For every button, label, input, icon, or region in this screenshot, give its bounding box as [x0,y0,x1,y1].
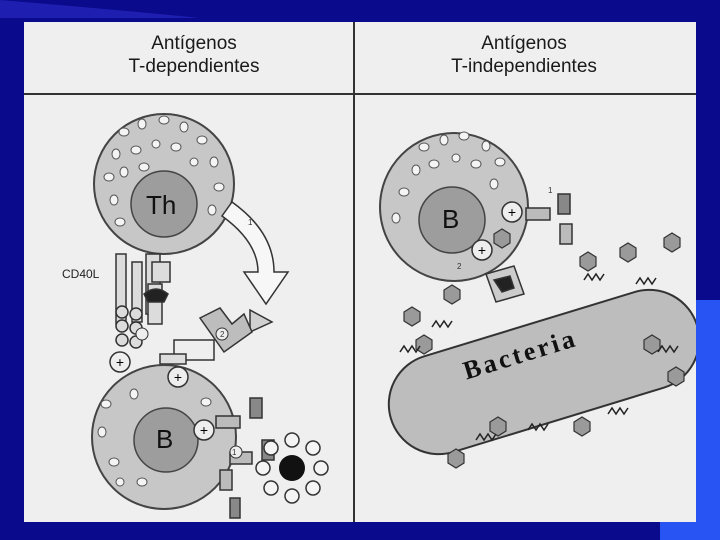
b-cell-right: + + [379,131,529,282]
b-cell-right-label: B [442,204,460,234]
bcr-receptor [159,307,253,365]
th-b-receptors [115,253,171,349]
left-title-line2: T-dependientes [128,56,260,77]
right-title-line1: Antígenos [481,33,567,54]
figure-panel: + + + [24,22,696,522]
signal-1-marker-b: 1 [232,448,237,457]
svg-text:+: + [174,369,182,385]
signal-2-marker: 2 [220,330,225,339]
left-panel-title: Antígenos T-dependientes [34,32,354,78]
right-title-line2: T-independientes [451,56,597,77]
plus-signal [109,351,131,373]
particle-antigen [255,432,329,504]
svg-text:+: + [116,354,124,370]
signal-2-marker-right: 2 [457,262,462,271]
th-vesicles [103,115,225,227]
b-cell-left: + + + [91,351,237,510]
signal-1-marker-right: 1 [548,186,553,195]
plus-signal [193,419,215,441]
svg-text:+: + [478,242,486,258]
curved-arrow [220,200,290,306]
svg-text:+: + [508,204,516,220]
right-panel-title: Antígenos T-independientes [364,32,684,78]
th-nucleus [130,170,198,238]
th-cell [93,113,235,255]
plus-signal [167,366,189,388]
b-right-receptors [485,193,573,303]
signal-1-marker: 1 [248,218,253,227]
th-cell-label: Th [146,190,177,220]
bacterium [387,228,696,469]
left-title-line1: Antígenos [151,33,237,54]
b-cell-left-label: B [156,424,174,454]
svg-text:+: + [200,422,208,438]
immunology-diagram: + + + [24,22,696,522]
cd40l-label: CD40L [62,267,100,281]
antigen-triangle [249,308,274,334]
